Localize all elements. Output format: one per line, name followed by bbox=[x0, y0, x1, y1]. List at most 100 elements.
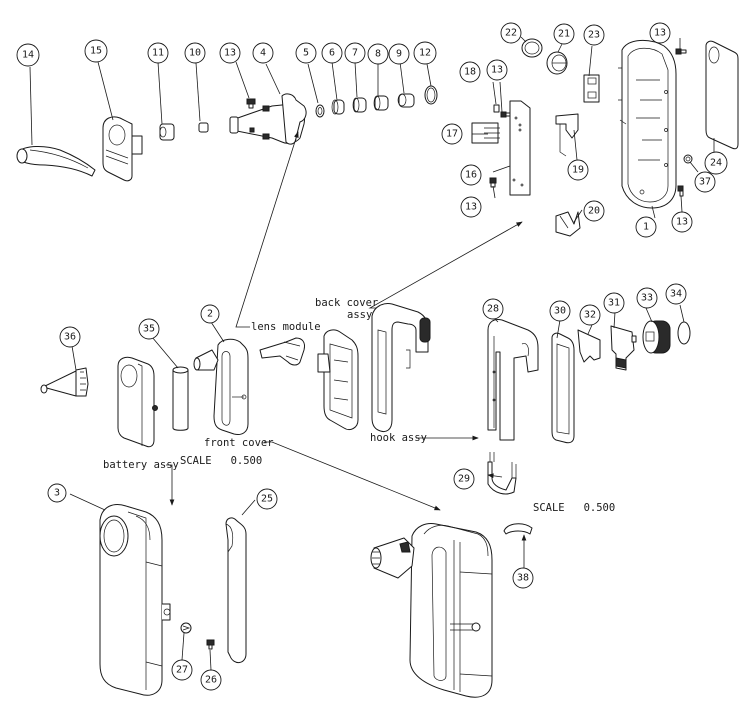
svg-text:18: 18 bbox=[464, 67, 476, 78]
part-13-screw bbox=[677, 185, 684, 197]
label-front-cover: front cover bbox=[204, 437, 274, 449]
balloon-32: 32 bbox=[579, 304, 601, 326]
part-35-battery bbox=[172, 366, 189, 431]
balloon-21: 21 bbox=[553, 23, 575, 45]
part-33-dial bbox=[642, 320, 671, 354]
svg-text:23: 23 bbox=[588, 30, 600, 41]
svg-text:37: 37 bbox=[699, 177, 711, 188]
balloon-28: 28 bbox=[482, 298, 504, 320]
svg-text:27: 27 bbox=[176, 665, 188, 676]
svg-text:10: 10 bbox=[189, 48, 201, 59]
part-7-ring bbox=[352, 97, 367, 113]
svg-text:6: 6 bbox=[329, 48, 335, 59]
part-19-bracket bbox=[555, 113, 579, 157]
balloon-37: 37 bbox=[694, 171, 716, 193]
part-25-strip bbox=[225, 517, 247, 663]
balloon-2: 2 bbox=[200, 304, 220, 324]
svg-text:5: 5 bbox=[303, 48, 309, 59]
svg-text:4: 4 bbox=[260, 48, 266, 59]
balloon-34: 34 bbox=[665, 283, 687, 305]
balloon-4: 4 bbox=[252, 42, 274, 64]
part-34-cap bbox=[677, 321, 691, 345]
svg-text:11: 11 bbox=[152, 48, 164, 59]
balloon-3: 3 bbox=[47, 483, 67, 503]
part-13-screw bbox=[675, 48, 687, 55]
balloon-14: 14 bbox=[16, 43, 40, 67]
svg-text:15: 15 bbox=[90, 46, 102, 57]
svg-text:31: 31 bbox=[608, 298, 620, 309]
part-2-front-cover bbox=[193, 338, 249, 435]
part-29-clip bbox=[487, 452, 517, 495]
balloon-13: 13 bbox=[460, 196, 482, 218]
svg-text:20: 20 bbox=[588, 206, 600, 217]
part-8-ring bbox=[373, 95, 389, 111]
part-4-lens-barrel bbox=[229, 93, 307, 145]
balloon-7: 7 bbox=[344, 42, 366, 64]
svg-text:22: 22 bbox=[505, 28, 517, 39]
svg-text:32: 32 bbox=[584, 310, 596, 321]
svg-text:38: 38 bbox=[517, 573, 529, 584]
lens-module-assembled bbox=[259, 337, 305, 366]
svg-text:13: 13 bbox=[224, 48, 236, 59]
part-15-housing bbox=[102, 116, 143, 182]
svg-text:7: 7 bbox=[352, 48, 358, 59]
part-16-pcb bbox=[509, 100, 531, 196]
part-30-gasket bbox=[551, 332, 575, 444]
svg-text:36: 36 bbox=[64, 332, 76, 343]
svg-text:24: 24 bbox=[710, 158, 722, 169]
part-3-battery-cover bbox=[99, 504, 171, 696]
svg-text:28: 28 bbox=[487, 304, 499, 315]
svg-text:13: 13 bbox=[491, 65, 503, 76]
balloon-1: 1 bbox=[635, 216, 657, 238]
svg-text:2: 2 bbox=[207, 309, 213, 320]
label-lens-module: lens module bbox=[251, 321, 321, 333]
svg-text:8: 8 bbox=[375, 49, 381, 60]
svg-text:25: 25 bbox=[261, 494, 273, 505]
part-22-ring bbox=[521, 38, 543, 58]
balloon-6: 6 bbox=[321, 42, 343, 64]
svg-text:26: 26 bbox=[205, 675, 217, 686]
balloon-13: 13 bbox=[486, 59, 508, 81]
svg-text:35: 35 bbox=[143, 324, 155, 335]
balloon-31: 31 bbox=[603, 292, 625, 314]
part-32-plate bbox=[577, 329, 601, 363]
svg-text:19: 19 bbox=[572, 165, 584, 176]
balloon-24: 24 bbox=[704, 151, 728, 175]
svg-text:14: 14 bbox=[22, 50, 34, 61]
part-26-screw bbox=[206, 639, 215, 650]
svg-text:3: 3 bbox=[54, 488, 60, 499]
balloon-9: 9 bbox=[388, 43, 410, 65]
balloon-18: 18 bbox=[459, 61, 481, 83]
balloon-16: 16 bbox=[460, 164, 482, 186]
balloon-12: 12 bbox=[413, 41, 437, 65]
part-11-bushing bbox=[159, 123, 175, 141]
svg-text:9: 9 bbox=[396, 49, 402, 60]
svg-text:13: 13 bbox=[676, 217, 688, 228]
balloon-17: 17 bbox=[441, 123, 463, 145]
balloon-35: 35 bbox=[138, 318, 160, 340]
balloon-15: 15 bbox=[84, 39, 108, 63]
svg-text:34: 34 bbox=[670, 289, 682, 300]
balloon-11: 11 bbox=[147, 42, 169, 64]
part-14-tip bbox=[16, 146, 96, 177]
part-36-speculum bbox=[40, 367, 89, 397]
svg-text:29: 29 bbox=[458, 474, 470, 485]
part-13-screw bbox=[489, 177, 497, 188]
part-10-pin bbox=[198, 122, 209, 133]
balloon-8: 8 bbox=[367, 43, 389, 65]
balloon-26: 26 bbox=[200, 669, 222, 691]
svg-text:21: 21 bbox=[558, 29, 570, 40]
balloon-13: 13 bbox=[219, 42, 241, 64]
svg-text:12: 12 bbox=[419, 48, 431, 59]
balloon-5: 5 bbox=[295, 42, 317, 64]
part-21-knob bbox=[546, 51, 568, 75]
svg-text:16: 16 bbox=[465, 170, 477, 181]
svg-text:13: 13 bbox=[654, 28, 666, 39]
back-cover-internal bbox=[317, 329, 359, 431]
balloon-13: 13 bbox=[649, 22, 671, 44]
part-37-nut bbox=[683, 154, 693, 164]
balloon-19: 19 bbox=[567, 159, 589, 181]
balloon-22: 22 bbox=[500, 22, 522, 44]
label-scale-right: SCALE 0.500 bbox=[533, 502, 615, 514]
